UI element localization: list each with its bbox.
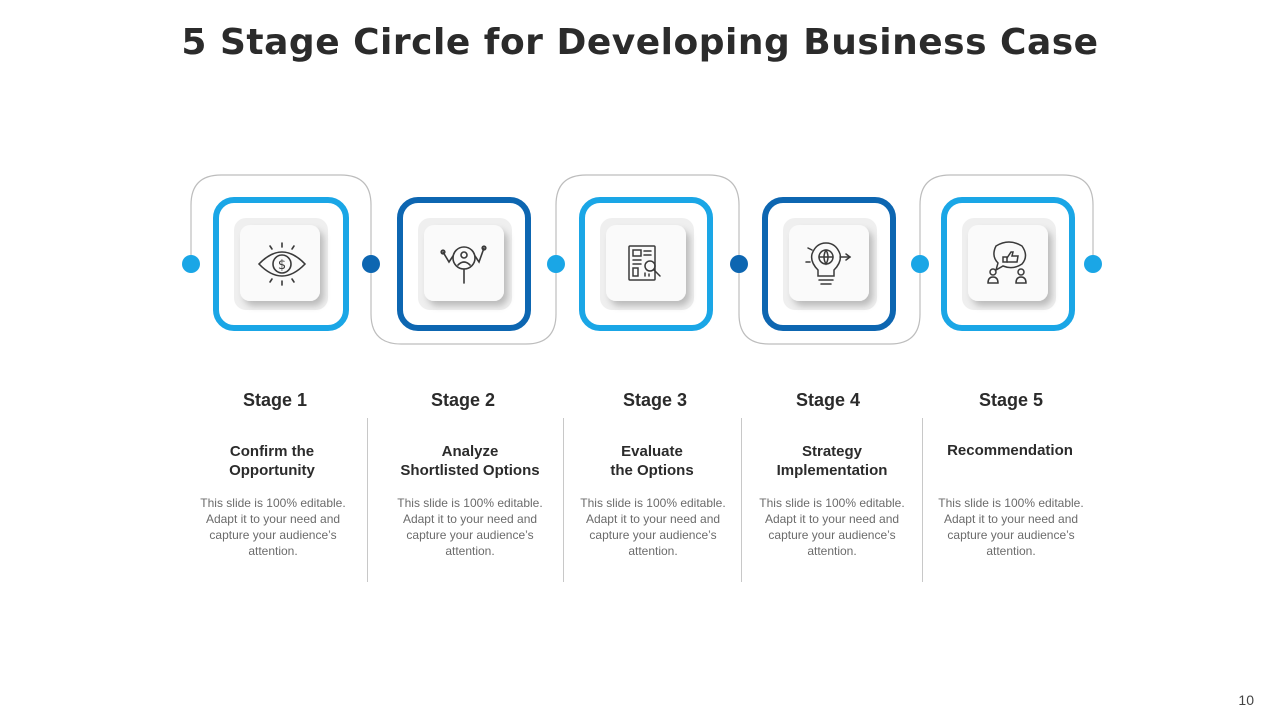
page-number: 10 <box>1238 692 1254 708</box>
connector-dot <box>547 255 565 273</box>
slide-title: 5 Stage Circle for Developing Business C… <box>181 22 1099 63</box>
connector-dot <box>911 255 929 273</box>
stage-3-node <box>579 197 713 331</box>
stage-3-label: Stage 3 <box>622 390 688 410</box>
report-evaluation-icon <box>628 245 661 281</box>
column-divider <box>741 418 742 582</box>
stage-3-description: This slide is 100% editable. Adapt it to… <box>580 496 726 558</box>
stage-2-label: Stage 2 <box>430 390 496 410</box>
thumbs-up-people-icon <box>987 241 1027 284</box>
stage-3-heading: Evaluate the Options <box>610 443 694 479</box>
connector-dot <box>182 255 200 273</box>
stage-5-node <box>941 197 1075 331</box>
column-divider <box>563 418 564 582</box>
column-divider <box>367 418 368 582</box>
lightbulb-globe-icon <box>805 242 852 285</box>
stage-5-heading: Recommendation <box>947 442 1073 459</box>
stage-1-heading: Confirm the Opportunity <box>229 443 315 479</box>
stage-1-label: Stage 1 <box>242 390 308 410</box>
stage-1-description: This slide is 100% editable. Adapt it to… <box>200 496 346 558</box>
connector-dot <box>362 255 380 273</box>
connector-dot <box>730 255 748 273</box>
stage-4-heading: Strategy Implementation <box>776 443 888 479</box>
stage-5-label: Stage 5 <box>978 390 1044 410</box>
stage-2-node <box>397 197 531 331</box>
stage-1-node: $ <box>213 197 349 331</box>
stage-4-label: Stage 4 <box>795 390 861 410</box>
stage-2-description: This slide is 100% editable. Adapt it to… <box>397 496 543 558</box>
stage-5-description: This slide is 100% editable. Adapt it to… <box>938 496 1084 558</box>
stage-2-heading: Analyze Shortlisted Options <box>400 443 540 479</box>
stage-4-description: This slide is 100% editable. Adapt it to… <box>759 496 905 558</box>
eye-dollar-icon: $ <box>257 242 307 286</box>
svg-text:$: $ <box>278 258 286 273</box>
column-divider <box>922 418 923 582</box>
stage-2-tile-face <box>424 225 504 301</box>
connector-dot <box>1084 255 1102 273</box>
stage-5-tile-face <box>968 225 1048 301</box>
connector-line <box>190 174 1094 345</box>
stage-1-tile-face <box>240 225 320 301</box>
stage-4-node <box>762 197 896 331</box>
magnifier-analysis-icon <box>440 245 487 284</box>
